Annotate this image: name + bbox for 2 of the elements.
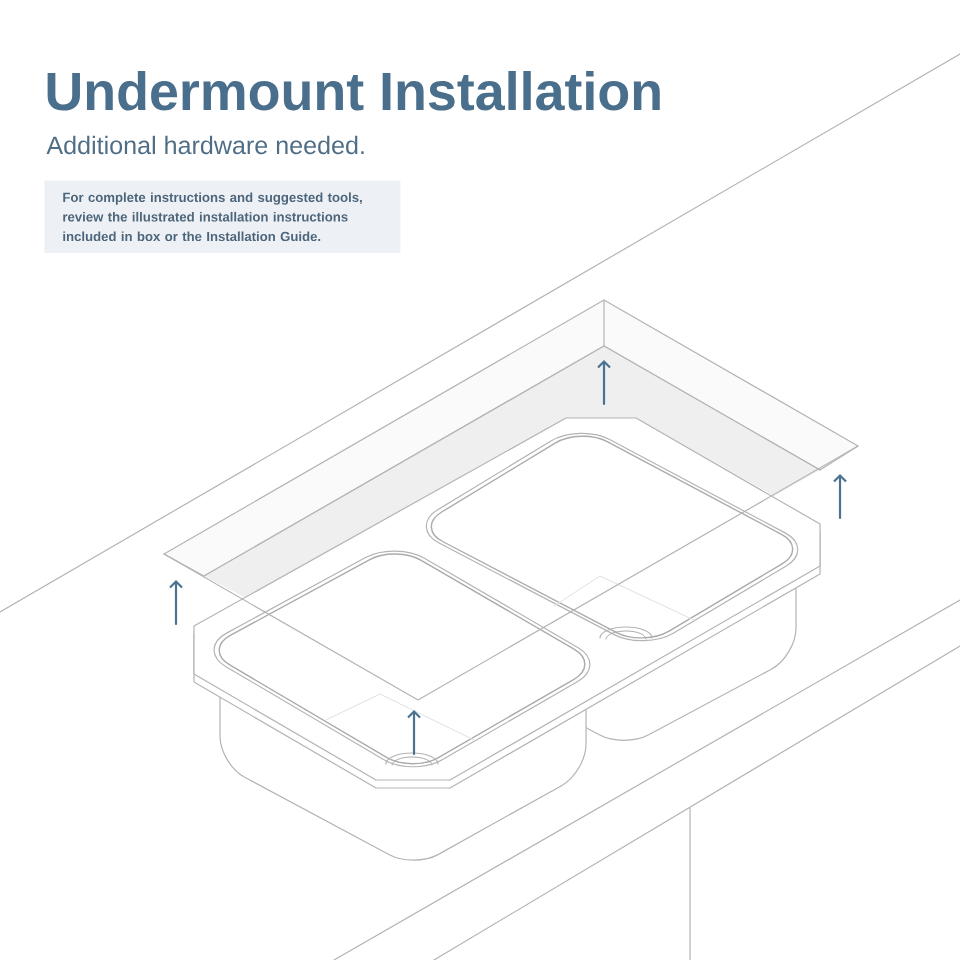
subtitle: Additional hardware needed. <box>46 135 364 155</box>
title: Undermount Installation <box>47 71 660 111</box>
